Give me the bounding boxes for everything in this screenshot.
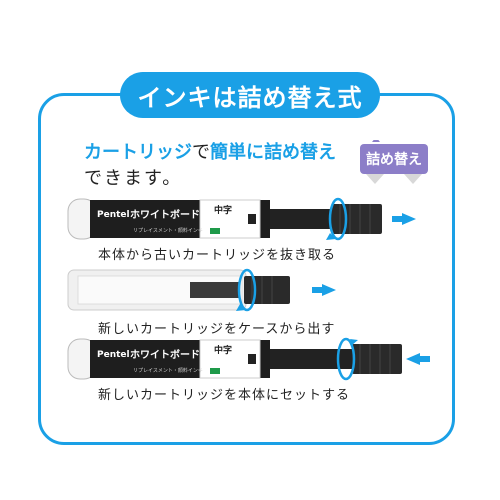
pen3-product: ホワイトボードマーカー [130,348,240,361]
headline-accent-1: カートリッジ [84,142,192,163]
refill-badge-label: 詰め替え [366,152,422,168]
refill-arrows-icon [366,140,422,184]
refill-badge: 詰め替え [360,140,428,184]
title-text: インキは詰め替え式 [137,83,363,112]
headline-accent-2: 簡単に詰め替え [210,142,336,163]
step-1-caption: 本体から古いカートリッジを抜き取る [98,248,337,263]
headline-text: で [192,142,210,163]
pen1-size: 中字 [214,204,232,216]
pen1-product: ホワイトボードマーカー [130,208,240,221]
pen3-sublabel: リプレイスメント・顔料インキ [133,367,203,374]
step-2-caption: 新しいカートリッジをケースから出す [98,322,336,337]
step-3-caption: 新しいカートリッジを本体にセットする [98,388,351,403]
headline-line2: できます。 [84,168,183,189]
title-banner: インキは詰め替え式 [120,72,380,118]
headline: カートリッジで簡単に詰め替え できます。 [84,140,336,192]
pen1-sublabel: リプレイスメント・顔料インキ [133,227,203,234]
pen3-brand: Pentel [97,350,130,360]
pen3-size: 中字 [214,344,232,356]
refill-badge-box: 詰め替え [360,144,428,174]
pen1-brand: Pentel [97,210,130,220]
